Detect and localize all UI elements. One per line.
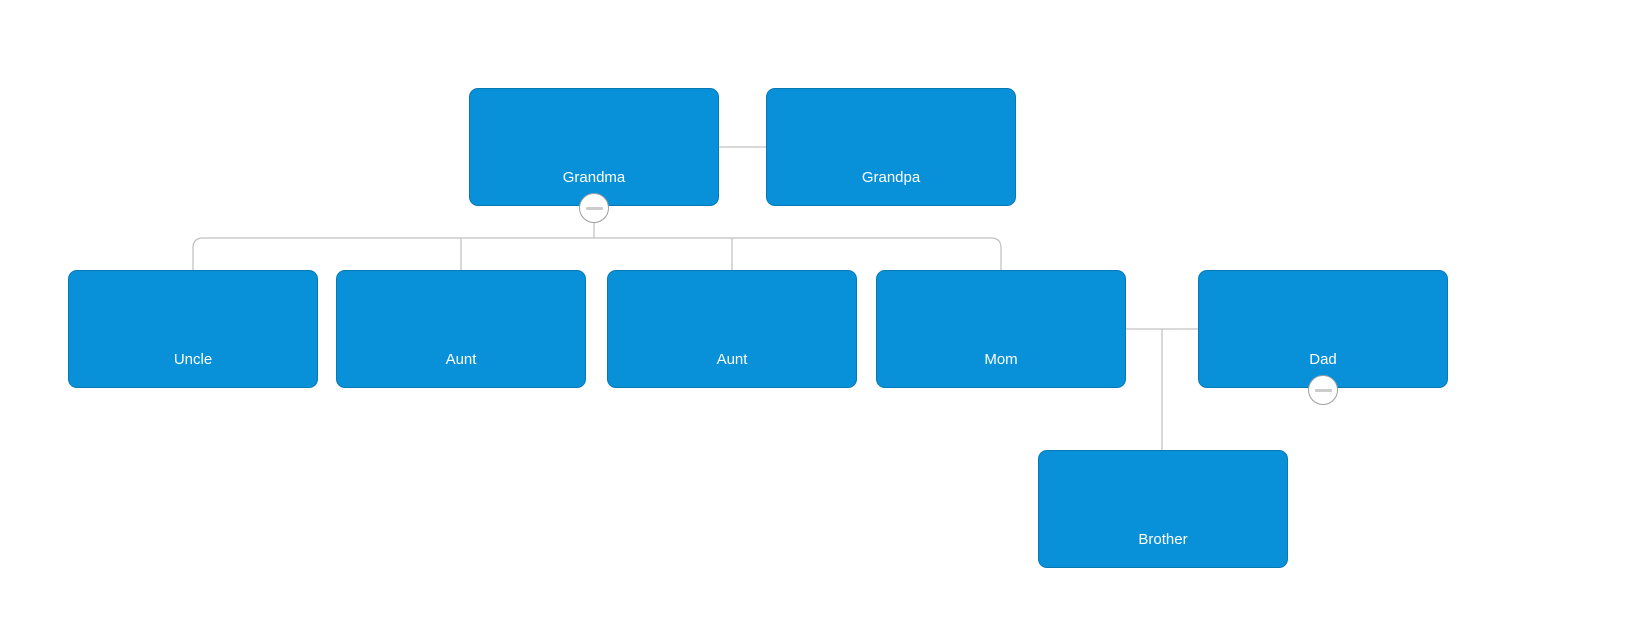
node-label: Brother — [1138, 531, 1188, 548]
tree-node-uncle[interactable]: Uncle — [68, 270, 318, 388]
tree-node-brother[interactable]: Brother — [1038, 450, 1288, 568]
node-label: Uncle — [173, 351, 213, 368]
node-label: Aunt — [716, 351, 748, 368]
tree-node-grandpa[interactable]: Grandpa — [766, 88, 1016, 206]
minus-icon — [1314, 388, 1332, 392]
minus-icon — [585, 206, 603, 210]
node-label: Grandpa — [861, 169, 921, 186]
tree-node-mom[interactable]: Mom — [876, 270, 1126, 388]
edge-sibling-rail — [192, 237, 1002, 270]
collapse-button-dad[interactable] — [1308, 375, 1338, 405]
tree-node-aunt2[interactable]: Aunt — [607, 270, 857, 388]
node-label: Aunt — [445, 351, 477, 368]
node-label: Dad — [1309, 351, 1337, 368]
node-label: Mom — [984, 351, 1018, 368]
tree-node-grandma[interactable]: Grandma — [469, 88, 719, 206]
tree-node-aunt1[interactable]: Aunt — [336, 270, 586, 388]
node-label: Grandma — [562, 169, 626, 186]
collapse-button-grandma[interactable] — [579, 193, 609, 223]
tree-node-dad[interactable]: Dad — [1198, 270, 1448, 388]
